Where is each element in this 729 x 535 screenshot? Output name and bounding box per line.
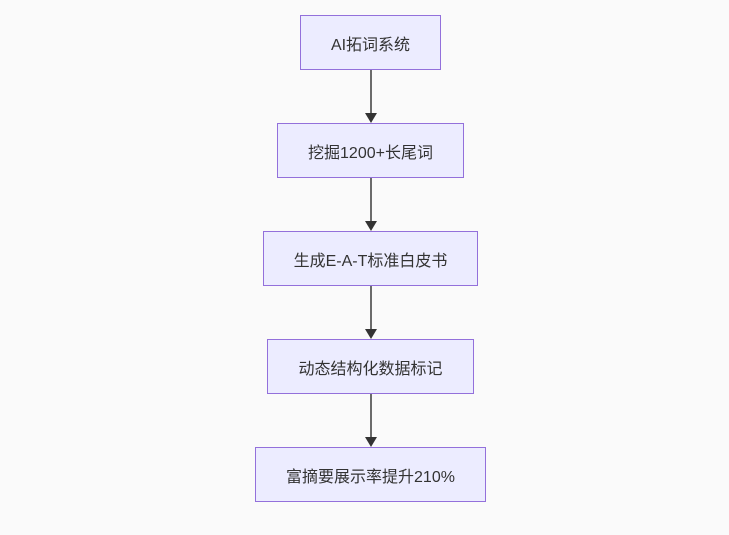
flow-node-4: 动态结构化数据标记	[267, 339, 474, 394]
arrow-down-icon	[364, 221, 377, 231]
flow-arrow-2	[364, 178, 377, 231]
flow-arrow-1	[364, 70, 377, 123]
flow-node-2: 挖掘1200+长尾词	[277, 123, 464, 178]
flow-node-3-label: 生成E-A-T标准白皮书	[293, 252, 448, 270]
flow-node-2-label: 挖掘1200+长尾词	[308, 144, 433, 162]
arrow-down-icon	[364, 329, 377, 339]
flow-node-4-label: 动态结构化数据标记	[298, 360, 443, 378]
arrow-down-icon	[364, 437, 377, 447]
arrow-line	[369, 70, 372, 114]
arrow-line	[369, 394, 372, 438]
flow-node-1: AI拓词系统	[299, 15, 442, 70]
flowchart: AI拓词系统 挖掘1200+长尾词 生成E-A-T标准白皮书 动态结构化数据标记…	[6, 0, 729, 535]
flow-node-1-label: AI拓词系统	[330, 36, 411, 54]
arrow-line	[369, 178, 372, 222]
arrow-line	[369, 286, 372, 330]
arrow-down-icon	[364, 113, 377, 123]
flow-arrow-4	[364, 394, 377, 447]
flow-node-5: 富摘要展示率提升210%	[255, 447, 486, 502]
flow-node-3: 生成E-A-T标准白皮书	[262, 231, 479, 286]
flow-node-5-label: 富摘要展示率提升210%	[286, 468, 455, 486]
flow-arrow-3	[364, 286, 377, 339]
